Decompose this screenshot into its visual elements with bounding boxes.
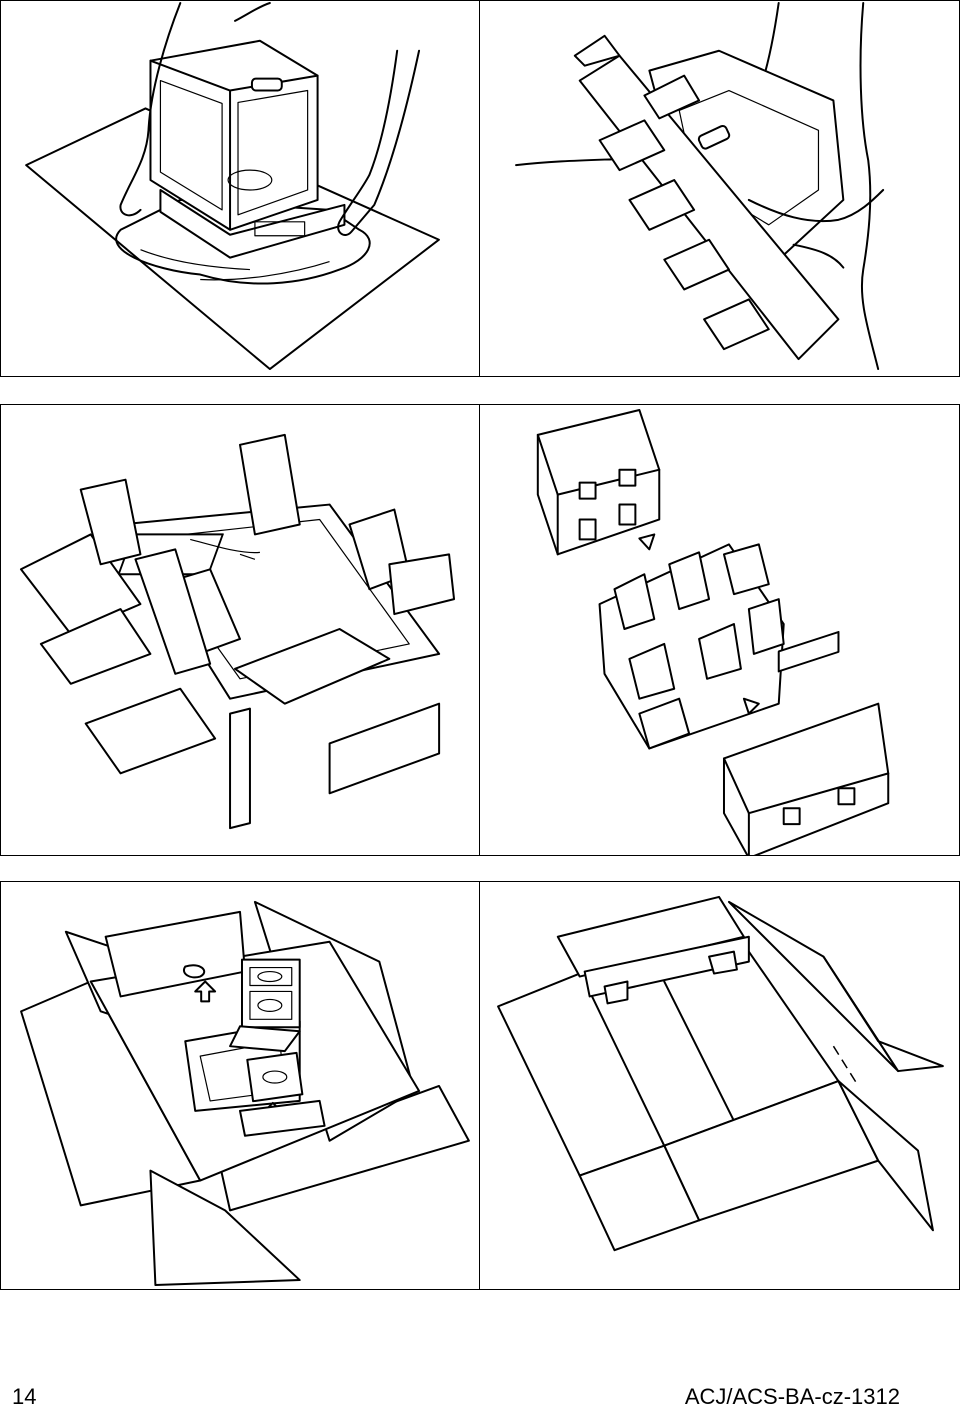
page-number: 14 [12,1384,37,1409]
step-4-panel [479,404,960,856]
balance-in-foam-cradle-illustration [19,433,456,830]
foam-packing-parts-illustration [536,408,890,855]
document-code: ACJ/ACS-BA-cz-1312 [684,1384,900,1409]
empty-open-box-illustration [497,895,944,1252]
person-holding-balance-with-foam-packing-illustration [515,1,885,371]
balance-in-plastic-bag-illustration [25,1,440,371]
step-3-panel [0,404,480,856]
step-2-panel [479,0,960,377]
step-1-panel [0,0,480,377]
step-6-panel [479,881,960,1290]
open-box-with-accessories-illustration [20,900,470,1287]
step-5-panel [0,881,480,1290]
